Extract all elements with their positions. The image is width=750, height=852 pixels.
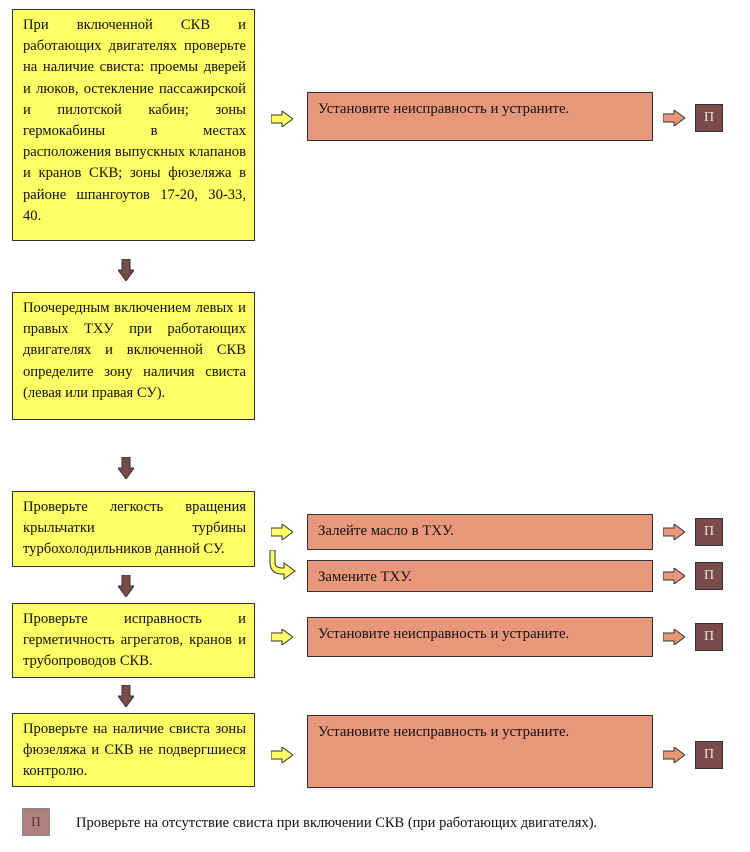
step-box-3: Проверьте легкость вращения крыльчатки т… (12, 491, 255, 567)
step-text-2: Поочередным включением левых и правых ТХ… (23, 300, 246, 401)
action-text-5: Установите неисправность и устраните. (318, 724, 570, 740)
action-box-1: Установите неисправность и устраните. (307, 92, 653, 141)
step-box-5: Проверьте на наличие свиста зоны фюзеляж… (12, 713, 255, 787)
right-arrow-icon (271, 111, 293, 127)
step-box-4: Проверьте исправность и герметичность аг… (12, 603, 255, 678)
curved-arrow-icon (268, 550, 296, 580)
step-text-3: Проверьте легкость вращения крыльчатки т… (23, 499, 246, 558)
right-arrow-icon (271, 629, 293, 645)
legend-text: Проверьте на отсутствие свиста при включ… (76, 815, 598, 831)
step-box-1: При включенной СКВ и работающих двигател… (12, 9, 255, 241)
step-box-2: Поочередным включением левых и правых ТХ… (12, 292, 255, 420)
right-arrow-icon (663, 524, 685, 540)
step-text-4: Проверьте исправность и герметичность аг… (23, 611, 246, 670)
p-box: П (695, 104, 723, 132)
legend-p-box: П (22, 808, 50, 836)
action-box-5: Установите неисправность и устраните. (307, 715, 653, 788)
right-arrow-icon (663, 747, 685, 763)
action-text-1: Установите неисправность и устраните. (318, 101, 570, 117)
right-arrow-icon (271, 747, 293, 763)
step-text-5: Проверьте на наличие свиста зоны фюзеляж… (23, 721, 246, 780)
action-text-3: Замените ТХУ. (318, 569, 412, 585)
down-arrow-icon (118, 457, 134, 479)
action-box-4: Установите неисправность и устраните. (307, 617, 653, 657)
p-box: П (695, 562, 723, 590)
action-box-2: Залейте масло в ТХУ. (307, 514, 653, 550)
right-arrow-icon (663, 568, 685, 584)
right-arrow-icon (663, 629, 685, 645)
step-text-1: При включенной СКВ и работающих двигател… (23, 17, 246, 224)
action-text-2: Залейте масло в ТХУ. (318, 523, 454, 539)
action-box-3: Замените ТХУ. (307, 560, 653, 592)
p-box: П (695, 741, 723, 769)
action-text-4: Установите неисправность и устраните. (318, 626, 570, 642)
down-arrow-icon (118, 685, 134, 707)
p-box: П (695, 518, 723, 546)
down-arrow-icon (118, 575, 134, 597)
right-arrow-icon (663, 110, 685, 126)
right-arrow-icon (271, 524, 293, 540)
down-arrow-icon (118, 259, 134, 281)
p-box: П (695, 623, 723, 651)
